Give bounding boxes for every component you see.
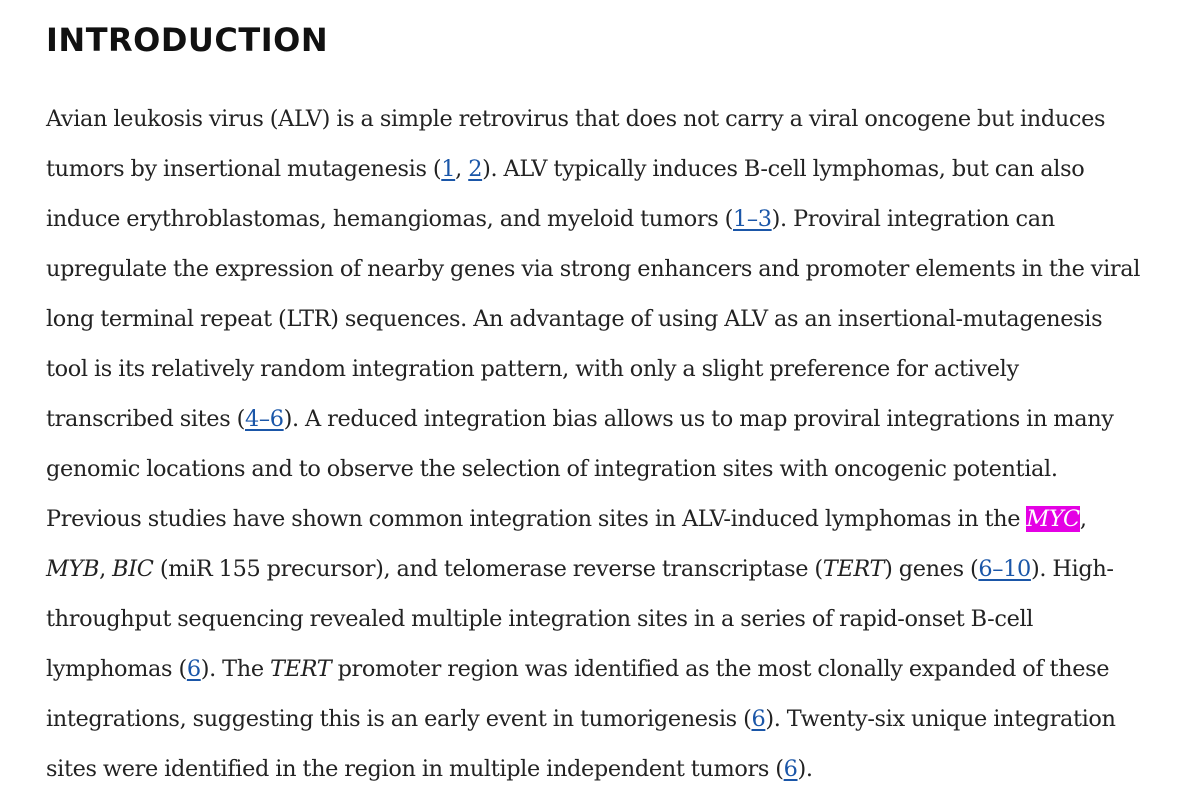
text-run: genomic locations and to observe the sel… bbox=[46, 456, 1058, 482]
text-line: throughput sequencing revealed multiple … bbox=[46, 594, 1156, 644]
gene-myc-highlighted: MYC bbox=[1026, 506, 1080, 532]
text-run: ). A reduced integration bias allows us … bbox=[283, 406, 1114, 432]
text-run: transcribed sites ( bbox=[46, 406, 245, 432]
gene-myb: MYB bbox=[46, 556, 100, 582]
gene-tert: TERT bbox=[270, 656, 332, 682]
text-line: genomic locations and to observe the sel… bbox=[46, 444, 1156, 494]
citation-link-1-3[interactable]: 1–3 bbox=[733, 206, 772, 232]
text-run: tool is its relatively random integratio… bbox=[46, 356, 1019, 382]
citation-link-6[interactable]: 6 bbox=[783, 756, 798, 782]
text-run: integrations, suggesting this is an earl… bbox=[46, 706, 752, 732]
text-run: ). ALV typically induces B-cell lymphoma… bbox=[482, 156, 1085, 182]
citation-link-6[interactable]: 6 bbox=[186, 656, 201, 682]
text-run: lymphomas ( bbox=[46, 656, 187, 682]
text-line: tumors by insertional mutagenesis (1, 2)… bbox=[46, 144, 1156, 194]
text-run: ). Proviral integration can bbox=[771, 206, 1055, 232]
citation-link-6-10[interactable]: 6–10 bbox=[978, 556, 1031, 582]
text-run: tumors by insertional mutagenesis ( bbox=[46, 156, 442, 182]
text-line: integrations, suggesting this is an earl… bbox=[46, 694, 1156, 744]
text-run: ) genes ( bbox=[884, 556, 979, 582]
introduction-paragraph: Avian leukosis virus (ALV) is a simple r… bbox=[46, 94, 1156, 794]
section-heading: INTRODUCTION bbox=[46, 21, 329, 59]
text-run: (miR 155 precursor), and telomerase reve… bbox=[153, 556, 823, 582]
text-run: throughput sequencing revealed multiple … bbox=[46, 606, 1034, 632]
text-run: , bbox=[1079, 506, 1087, 532]
text-line: upregulate the expression of nearby gene… bbox=[46, 244, 1156, 294]
text-run: long terminal repeat (LTR) sequences. An… bbox=[46, 306, 1103, 332]
text-run: ). Twenty-six unique integration bbox=[765, 706, 1116, 732]
text-run: promoter region was identified as the mo… bbox=[331, 656, 1110, 682]
text-run: , bbox=[455, 156, 469, 182]
text-line: lymphomas (6). The TERT promoter region … bbox=[46, 644, 1156, 694]
text-run: Avian leukosis virus (ALV) is a simple r… bbox=[46, 106, 1106, 132]
citation-link-2[interactable]: 2 bbox=[468, 156, 483, 182]
citation-link-6[interactable]: 6 bbox=[751, 706, 766, 732]
gene-bic: BIC bbox=[112, 556, 154, 582]
text-line: transcribed sites (4–6). A reduced integ… bbox=[46, 394, 1156, 444]
text-run: ). The bbox=[200, 656, 271, 682]
text-run: induce erythroblastomas, hemangiomas, an… bbox=[46, 206, 734, 232]
text-run: ). High- bbox=[1030, 556, 1114, 582]
article-section: INTRODUCTION Avian leukosis virus (ALV) … bbox=[46, 0, 1156, 782]
text-run: ). bbox=[797, 756, 814, 782]
text-line: long terminal repeat (LTR) sequences. An… bbox=[46, 294, 1156, 344]
citation-link-1[interactable]: 1 bbox=[441, 156, 456, 182]
text-line: Previous studies have shown common integ… bbox=[46, 494, 1156, 544]
text-run: sites were identified in the region in m… bbox=[46, 756, 784, 782]
text-run: , bbox=[99, 556, 113, 582]
text-run: upregulate the expression of nearby gene… bbox=[46, 256, 1141, 282]
text-line: sites were identified in the region in m… bbox=[46, 744, 1156, 794]
gene-tert: TERT bbox=[822, 556, 885, 582]
citation-link-4-6[interactable]: 4–6 bbox=[245, 406, 284, 432]
text-line: MYB, BIC (miR 155 precursor), and telome… bbox=[46, 544, 1156, 594]
text-line: induce erythroblastomas, hemangiomas, an… bbox=[46, 194, 1156, 244]
text-line: Avian leukosis virus (ALV) is a simple r… bbox=[46, 94, 1156, 144]
text-line: tool is its relatively random integratio… bbox=[46, 344, 1156, 394]
text-run: Previous studies have shown common integ… bbox=[46, 506, 1027, 532]
